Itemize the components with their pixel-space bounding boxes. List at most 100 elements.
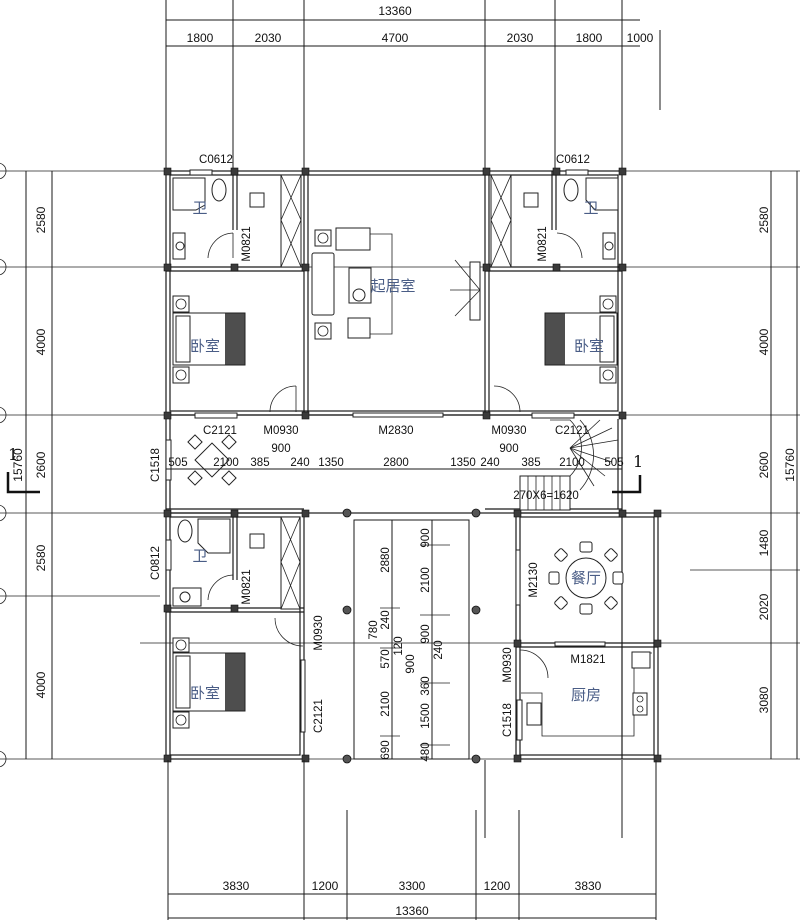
svg-text:780: 780: [368, 620, 380, 639]
door-swing-icon: [269, 385, 297, 413]
nightstand-icon: [599, 295, 617, 313]
dining-table-round: [548, 541, 624, 615]
svg-text:570: 570: [380, 649, 392, 668]
bottom-total-dimension: 13360: [395, 904, 429, 918]
svg-text:2100: 2100: [213, 457, 239, 469]
bottom-dim-1: 3830: [223, 879, 250, 893]
svg-text:900: 900: [405, 654, 417, 673]
windows: [165, 169, 606, 741]
right-dim-4: 1480: [757, 529, 771, 556]
label-m0821-top-right: M0821: [537, 226, 549, 261]
svg-text:480: 480: [420, 742, 432, 761]
top-dim-4: 2030: [507, 31, 534, 45]
svg-text:240: 240: [380, 610, 392, 629]
svg-text:360: 360: [420, 676, 432, 695]
left-dim-4: 2580: [34, 544, 48, 571]
door-swing-icon: [519, 649, 549, 679]
section-cut-left-icon: [6, 472, 40, 494]
svg-text:1350: 1350: [450, 457, 476, 469]
toilet-icon: [211, 178, 227, 202]
wardrobe-top-left: [280, 174, 302, 268]
top-dim-1: 1800: [187, 31, 214, 45]
svg-text:900: 900: [420, 528, 432, 547]
top-total-dimension: 13360: [378, 4, 412, 18]
desk-icon: [249, 192, 265, 208]
label-m2830: M2830: [378, 425, 413, 437]
room-label-bedroom-bottom-left: 卧室: [190, 684, 220, 702]
label-c2121-bottom: C2121: [313, 699, 325, 733]
svg-text:240: 240: [290, 457, 309, 469]
kitchen-counter: [519, 649, 652, 737]
label-m0930-kitchen: M0930: [502, 647, 514, 682]
label-m2130: M2130: [528, 562, 540, 597]
right-dim-1: 2580: [757, 206, 771, 233]
right-dim-6: 3080: [757, 686, 771, 713]
label-c0612-right: C0612: [556, 154, 590, 166]
svg-text:690: 690: [380, 740, 392, 759]
svg-text:1350: 1350: [318, 457, 344, 469]
round-table-icon: [565, 557, 607, 599]
table-icon: [194, 442, 230, 478]
svg-text:505: 505: [604, 457, 623, 469]
section-mark-right: 1: [633, 452, 643, 471]
label-c2121-left: C2121: [203, 425, 237, 437]
bottom-dim-3: 3300: [399, 879, 426, 893]
left-dim-5: 4000: [34, 671, 48, 698]
label-m0930-bottom: M0930: [313, 615, 325, 650]
opening-labels: C0612 C0612 M0821 M0821 M0821 C2121 C212…: [150, 154, 606, 737]
svg-text:2100: 2100: [559, 457, 585, 469]
label-m0821-top-left: M0821: [241, 226, 253, 261]
bath-fixtures-top-left: [172, 177, 265, 260]
room-label-bath-top-right: 卫: [583, 199, 598, 217]
label-m0930-left: M0930: [263, 425, 298, 437]
desk-icon: [523, 192, 539, 208]
right-dim-2: 4000: [757, 328, 771, 355]
svg-text:2100: 2100: [420, 567, 432, 593]
label-c1518-kitchen: C1518: [502, 703, 514, 737]
nightstand-icon: [172, 366, 190, 384]
nightstand-icon: [599, 366, 617, 384]
label-m1821: M1821: [570, 654, 605, 666]
svg-text:385: 385: [250, 457, 269, 469]
kitchen-sink-icon: [526, 702, 542, 726]
wardrobe-bottom-left: [280, 516, 301, 610]
lamp-icon: [314, 229, 332, 247]
svg-text:505: 505: [168, 457, 187, 469]
svg-text:2100: 2100: [380, 691, 392, 717]
top-dim-2: 2030: [255, 31, 282, 45]
bottom-dim-5: 3830: [575, 879, 602, 893]
bath-fixtures-top-right: [523, 177, 619, 260]
svg-text:2880: 2880: [380, 547, 392, 573]
bottom-dimension-chain: 3830 1200 3300 1200 3830 13360: [167, 760, 657, 920]
room-label-bedroom-top-left: 卧室: [190, 337, 220, 355]
room-labels: 卫 卫 卫 起居室 卧室 卧室 卧室 餐厅 厨房: [190, 199, 604, 704]
left-dim-3: 2600: [34, 451, 48, 478]
left-total-dimension: 15760: [11, 448, 25, 482]
right-dim-5: 2020: [757, 593, 771, 620]
room-label-dining-room: 餐厅: [571, 569, 601, 587]
svg-text:385: 385: [521, 457, 540, 469]
armchair-icon: [335, 227, 371, 251]
columns: [163, 167, 662, 764]
sofa-icon: [311, 252, 335, 316]
lamp-icon: [314, 322, 332, 340]
room-label-bath-top-left: 卫: [192, 199, 207, 217]
bed-top-right: [493, 295, 618, 413]
tv-cabinet-icon: [469, 261, 481, 321]
left-dimension-chain: 2580 4000 2600 2580 4000 15760 1: [6, 171, 53, 759]
right-total-dimension: 15760: [783, 448, 797, 482]
armchair-icon: [347, 317, 371, 339]
svg-text:900: 900: [420, 624, 432, 643]
room-label-living-room: 起居室: [370, 277, 415, 295]
living-room-furniture: [311, 227, 481, 340]
section-cut-right-icon: [612, 475, 642, 494]
label-m0821-bottom-left: M0821: [241, 569, 253, 604]
nightstand-icon: [172, 295, 190, 313]
svg-text:1500: 1500: [420, 703, 432, 729]
left-dim-2: 4000: [34, 328, 48, 355]
toilet-icon: [563, 178, 579, 202]
svg-text:240: 240: [480, 457, 499, 469]
door-swing-icon: [274, 617, 304, 647]
dining-set-corridor: [187, 434, 237, 486]
top-dim-5: 1800: [576, 31, 603, 45]
